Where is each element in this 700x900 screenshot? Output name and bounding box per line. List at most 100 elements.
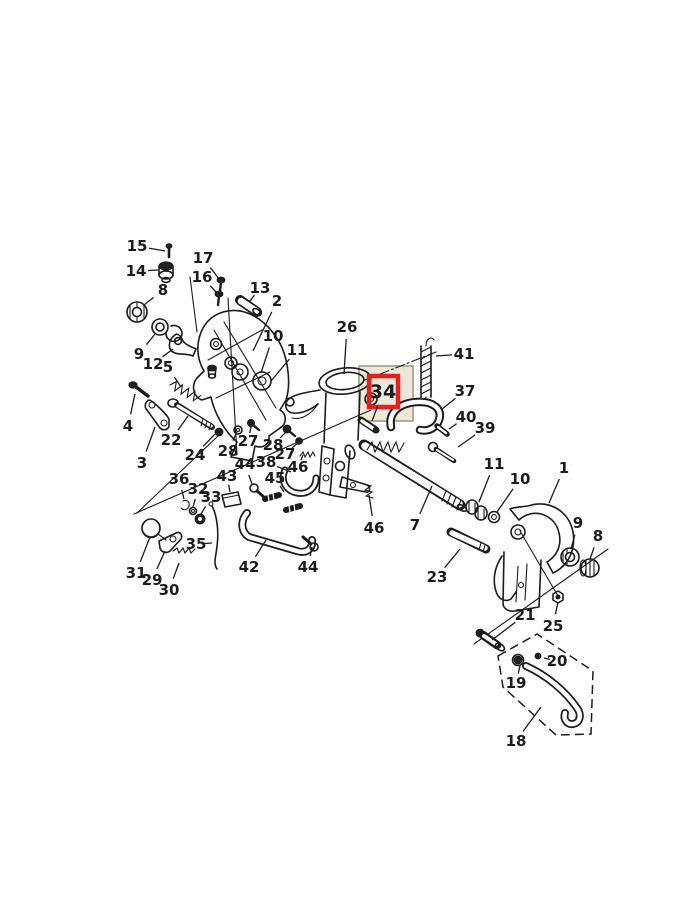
part-label-2[interactable]: 2 bbox=[272, 292, 282, 310]
part-label-25[interactable]: 25 bbox=[543, 617, 564, 635]
part-label-22[interactable]: 22 bbox=[161, 431, 182, 449]
part-label-40[interactable]: 40 bbox=[456, 408, 477, 426]
leader-line bbox=[371, 405, 379, 422]
part-label-8[interactable]: 8 bbox=[593, 527, 603, 545]
part-label-9[interactable]: 9 bbox=[134, 345, 144, 363]
part-label-31[interactable]: 31 bbox=[126, 564, 147, 582]
part-label-13[interactable]: 13 bbox=[250, 279, 271, 297]
leader-line bbox=[522, 706, 542, 732]
part-label-21[interactable]: 21 bbox=[515, 606, 536, 624]
part-label-17[interactable]: 17 bbox=[193, 249, 214, 267]
part-label-44[interactable]: 44 bbox=[235, 455, 256, 473]
part-label-15[interactable]: 15 bbox=[127, 237, 148, 255]
part-7-tilt-rod bbox=[344, 439, 468, 513]
part-24-nut bbox=[214, 427, 224, 437]
leader-line bbox=[156, 550, 166, 570]
part-label-16[interactable]: 16 bbox=[192, 268, 213, 286]
part-label-5[interactable]: 5 bbox=[163, 358, 173, 376]
part-20-screw bbox=[534, 652, 542, 660]
leader-line bbox=[589, 547, 595, 560]
part-label-20[interactable]: 20 bbox=[547, 652, 568, 670]
part-label-30[interactable]: 30 bbox=[159, 581, 180, 599]
leader-line bbox=[209, 267, 220, 280]
leader-line bbox=[543, 657, 551, 661]
leader-line bbox=[368, 494, 373, 517]
part-label-23[interactable]: 23 bbox=[427, 568, 448, 586]
part-43-damper-block bbox=[221, 491, 242, 508]
part-label-27[interactable]: 27 bbox=[275, 445, 296, 463]
part-label-12[interactable]: 12 bbox=[143, 355, 164, 373]
part-label-8[interactable]: 8 bbox=[158, 281, 168, 299]
part-label-37[interactable]: 37 bbox=[455, 382, 476, 400]
leader-line bbox=[448, 423, 457, 430]
part-label-11[interactable]: 11 bbox=[287, 341, 308, 359]
part-label-43[interactable]: 43 bbox=[217, 467, 238, 485]
part-label-28[interactable]: 28 bbox=[263, 436, 284, 454]
leader-line bbox=[548, 478, 560, 504]
part-label-3[interactable]: 3 bbox=[137, 454, 147, 472]
part-15-screw bbox=[165, 243, 173, 259]
part-label-34[interactable]: 34 bbox=[370, 381, 396, 403]
leader-line bbox=[172, 562, 180, 579]
part-label-35[interactable]: 35 bbox=[186, 535, 207, 553]
part-34-pin bbox=[357, 416, 380, 434]
leader-line bbox=[147, 269, 159, 272]
part-5-spring bbox=[169, 380, 202, 403]
part-label-46[interactable]: 46 bbox=[364, 519, 385, 537]
leader-line bbox=[249, 426, 252, 434]
part-28-screw-right bbox=[282, 424, 297, 438]
part-label-18[interactable]: 18 bbox=[506, 732, 527, 750]
leader-line bbox=[145, 426, 156, 452]
leader-line bbox=[228, 484, 231, 493]
leader-line bbox=[129, 393, 136, 415]
part-label-4[interactable]: 4 bbox=[123, 417, 133, 435]
leader-line bbox=[248, 474, 253, 485]
leader-line bbox=[496, 488, 514, 513]
part-28-plug-left bbox=[233, 425, 243, 435]
leader-line bbox=[444, 548, 461, 569]
part-46-spring-upper bbox=[299, 450, 316, 459]
part-label-11[interactable]: 11 bbox=[484, 455, 505, 473]
part-29-lever bbox=[158, 531, 183, 554]
part-label-26[interactable]: 26 bbox=[337, 318, 358, 336]
part-label-39[interactable]: 39 bbox=[475, 419, 496, 437]
part-label-32[interactable]: 32 bbox=[188, 480, 209, 498]
part-label-10[interactable]: 10 bbox=[510, 470, 531, 488]
leader-line bbox=[435, 354, 453, 357]
part-9-bushing-right bbox=[560, 547, 580, 567]
leader-line bbox=[232, 431, 238, 441]
part-label-27[interactable]: 27 bbox=[238, 432, 259, 450]
part-label-38[interactable]: 38 bbox=[256, 453, 277, 471]
leader-line bbox=[162, 348, 174, 358]
part-27-screw-right bbox=[295, 437, 303, 445]
part-label-28[interactable]: 28 bbox=[218, 442, 239, 460]
part-label-24[interactable]: 24 bbox=[185, 446, 206, 464]
part-4-bolt bbox=[128, 381, 150, 398]
part-8-bushing-left bbox=[126, 301, 148, 323]
part-label-46[interactable]: 46 bbox=[288, 458, 309, 476]
part-45-pins bbox=[262, 492, 303, 514]
leader-line bbox=[491, 621, 516, 641]
selected-part-box[interactable] bbox=[366, 373, 401, 410]
part-label-33[interactable]: 33 bbox=[201, 488, 222, 506]
part-label-7[interactable]: 7 bbox=[410, 516, 420, 534]
part-label-10[interactable]: 10 bbox=[263, 327, 284, 345]
part-label-29[interactable]: 29 bbox=[142, 571, 163, 589]
part-label-1[interactable]: 1 bbox=[559, 459, 569, 477]
leader-line bbox=[202, 433, 216, 447]
part-label-45[interactable]: 45 bbox=[265, 469, 286, 487]
part-label-19[interactable]: 19 bbox=[506, 674, 527, 692]
part-25-nut bbox=[552, 590, 564, 604]
part-label-41[interactable]: 41 bbox=[454, 345, 475, 363]
part-label-36[interactable]: 36 bbox=[169, 470, 190, 488]
part-label-9[interactable]: 9 bbox=[573, 514, 583, 532]
part-label-14[interactable]: 14 bbox=[126, 262, 147, 280]
part-8-cap-right bbox=[579, 558, 600, 578]
leader-line bbox=[148, 247, 166, 252]
part-label-42[interactable]: 42 bbox=[239, 558, 260, 576]
leader-line bbox=[173, 376, 182, 388]
part-label-44[interactable]: 44 bbox=[298, 558, 319, 576]
leader-line bbox=[517, 665, 521, 674]
